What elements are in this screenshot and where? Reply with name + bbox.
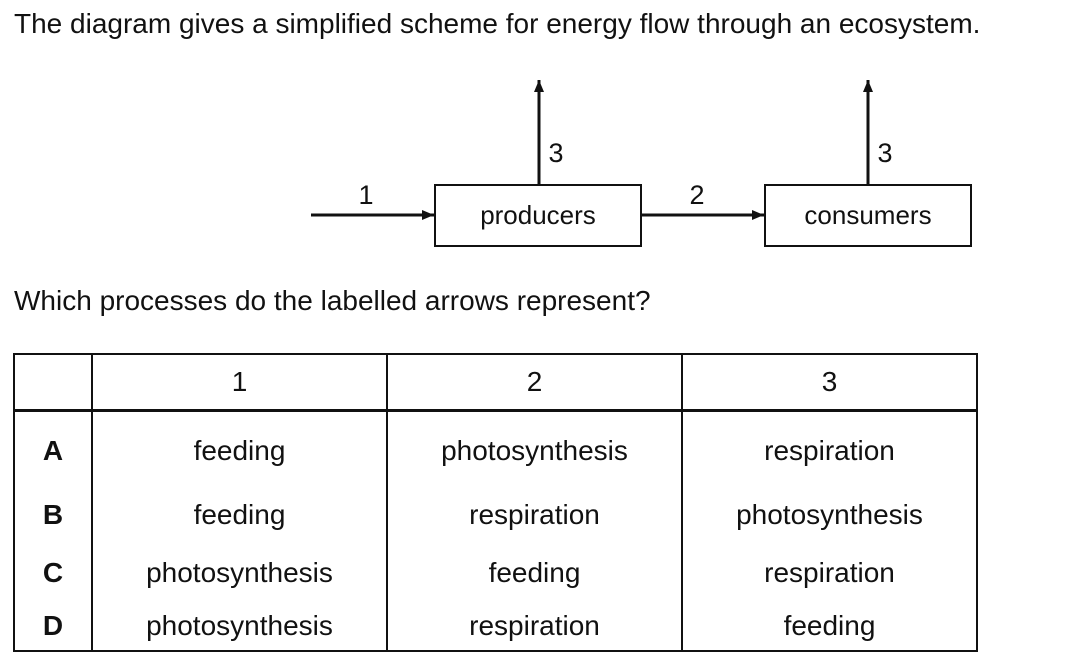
table-cell: photosynthesis: [681, 486, 978, 544]
table-cell: feeding: [91, 410, 388, 486]
arrow-2-label: 2: [689, 180, 704, 210]
answer-options-table: 1 2 3 A feeding photosynthesis respirati…: [13, 353, 978, 652]
header-corner: [13, 353, 93, 412]
consumers-label: consumers: [804, 200, 931, 230]
consumers-box: [764, 184, 972, 247]
option-letter: D: [13, 602, 93, 652]
table-cell: feeding: [681, 602, 978, 652]
option-letter: A: [13, 410, 93, 486]
option-row-b[interactable]: B feeding respiration photosynthesis: [13, 486, 978, 544]
header-arrow-2: 2: [386, 353, 683, 412]
header-arrow-1: 1: [91, 353, 388, 412]
table-cell: respiration: [681, 544, 978, 602]
energy-flow-diagram: 1 producers 3 2 consumers 3: [311, 80, 972, 247]
arrow-1-label: 1: [358, 180, 373, 210]
arrow-3-consumers-label: 3: [877, 138, 892, 168]
producers-box: [434, 184, 642, 247]
option-row-a[interactable]: A feeding photosynthesis respiration: [13, 410, 978, 486]
question-text: Which processes do the labelled arrows r…: [14, 285, 651, 316]
table-cell: respiration: [386, 486, 683, 544]
table-cell: photosynthesis: [91, 544, 388, 602]
option-letter: C: [13, 544, 93, 602]
table-cell: feeding: [386, 544, 683, 602]
intro-text: The diagram gives a simplified scheme fo…: [14, 8, 981, 39]
header-arrow-3: 3: [681, 353, 978, 412]
table-cell: feeding: [91, 486, 388, 544]
option-row-d[interactable]: D photosynthesis respiration feeding: [13, 602, 978, 652]
table-cell: respiration: [386, 602, 683, 652]
table-header-row: 1 2 3: [13, 353, 978, 412]
table-cell: photosynthesis: [386, 410, 683, 486]
arrow-3-producers-label: 3: [548, 138, 563, 168]
producers-label: producers: [480, 200, 596, 230]
option-letter: B: [13, 486, 93, 544]
table-cell: respiration: [681, 410, 978, 486]
table-cell: photosynthesis: [91, 602, 388, 652]
option-row-c[interactable]: C photosynthesis feeding respiration: [13, 544, 978, 602]
